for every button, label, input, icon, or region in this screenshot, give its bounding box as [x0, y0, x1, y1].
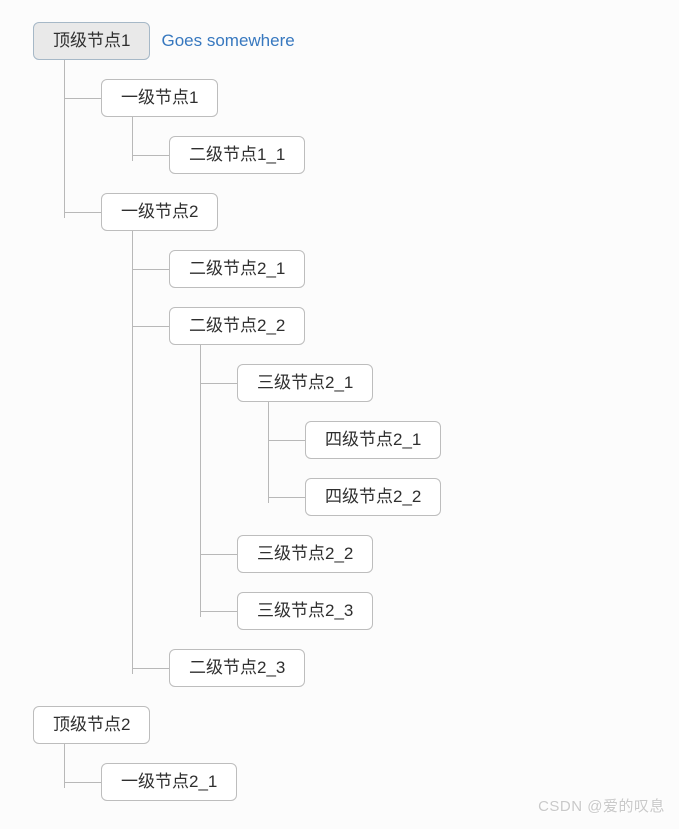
tree-row: 四级节点2_2: [305, 478, 679, 516]
tree-view: 顶级节点1 Goes somewhere 一级节点1 二级节点1_1: [33, 3, 679, 801]
tree-node-l2-1-1[interactable]: 二级节点1_1: [169, 136, 306, 174]
tree-item-l3-2-3: 三级节点2_3: [200, 573, 679, 630]
tree-children-top2: 一级节点2_1: [64, 744, 679, 801]
tree-children-l3-2-1: 四级节点2_1 四级节点2_2: [268, 402, 679, 516]
tree-node-l1-1[interactable]: 一级节点1: [101, 79, 219, 117]
tree-children-top1: 一级节点1 二级节点1_1 一级节点2: [64, 60, 679, 687]
tree-item-l4-2-1: 四级节点2_1: [268, 402, 679, 459]
tree-item-l1-2-1: 一级节点2_1: [64, 744, 679, 801]
tree-item-l3-2-2: 三级节点2_2: [200, 516, 679, 573]
tree-row: 顶级节点1 Goes somewhere: [33, 22, 679, 60]
tree-row: 二级节点1_1: [169, 136, 679, 174]
tree-node-l2-2-3[interactable]: 二级节点2_3: [169, 649, 306, 687]
goes-somewhere-link[interactable]: Goes somewhere: [161, 31, 295, 50]
tree-item-l4-2-2: 四级节点2_2: [268, 459, 679, 516]
tree-node-l2-2-2[interactable]: 二级节点2_2: [169, 307, 306, 345]
tree-node-l2-2-1[interactable]: 二级节点2_1: [169, 250, 306, 288]
tree-item-l2-2-2: 二级节点2_2 三级节点2_1: [132, 288, 679, 630]
tree-row: 三级节点2_1: [237, 364, 679, 402]
tree-children-l1-1: 二级节点1_1: [132, 117, 679, 174]
tree-item-top1: 顶级节点1 Goes somewhere 一级节点1 二级节点1_1: [33, 3, 679, 687]
tree-row: 二级节点2_3: [169, 649, 679, 687]
tree-row: 顶级节点2: [33, 706, 679, 744]
tree-node-top2[interactable]: 顶级节点2: [33, 706, 151, 744]
tree-row: 一级节点2_1: [101, 763, 679, 801]
tree-item-l1-2: 一级节点2 二级节点2_1 二级节点2_2: [64, 174, 679, 687]
tree-node-l3-2-1[interactable]: 三级节点2_1: [237, 364, 374, 402]
tree-row: 一级节点1: [101, 79, 679, 117]
tree-row: 三级节点2_2: [237, 535, 679, 573]
tree-children-l2-2-2: 三级节点2_1 四级节点2_1: [200, 345, 679, 630]
tree-node-l1-2[interactable]: 一级节点2: [101, 193, 219, 231]
tree-row: 一级节点2: [101, 193, 679, 231]
tree-row: 三级节点2_3: [237, 592, 679, 630]
tree-row: 四级节点2_1: [305, 421, 679, 459]
tree-row: 二级节点2_2: [169, 307, 679, 345]
tree-node-l4-2-2[interactable]: 四级节点2_2: [305, 478, 442, 516]
tree-node-l1-2-1[interactable]: 一级节点2_1: [101, 763, 238, 801]
tree-node-l3-2-3[interactable]: 三级节点2_3: [237, 592, 374, 630]
tree-item-l3-2-1: 三级节点2_1 四级节点2_1: [200, 345, 679, 516]
tree-item-l2-2-1: 二级节点2_1: [132, 231, 679, 288]
tree-node-l4-2-1[interactable]: 四级节点2_1: [305, 421, 442, 459]
tree-node-top1[interactable]: 顶级节点1: [33, 22, 151, 60]
tree-item-top2: 顶级节点2 一级节点2_1: [33, 687, 679, 801]
tree-item-l2-1-1: 二级节点1_1: [132, 117, 679, 174]
tree-item-l2-2-3: 二级节点2_3: [132, 630, 679, 687]
tree-node-l3-2-2[interactable]: 三级节点2_2: [237, 535, 374, 573]
tree-item-l1-1: 一级节点1 二级节点1_1: [64, 60, 679, 174]
tree-children-l1-2: 二级节点2_1 二级节点2_2 三级节点2_1: [132, 231, 679, 687]
tree-row: 二级节点2_1: [169, 250, 679, 288]
